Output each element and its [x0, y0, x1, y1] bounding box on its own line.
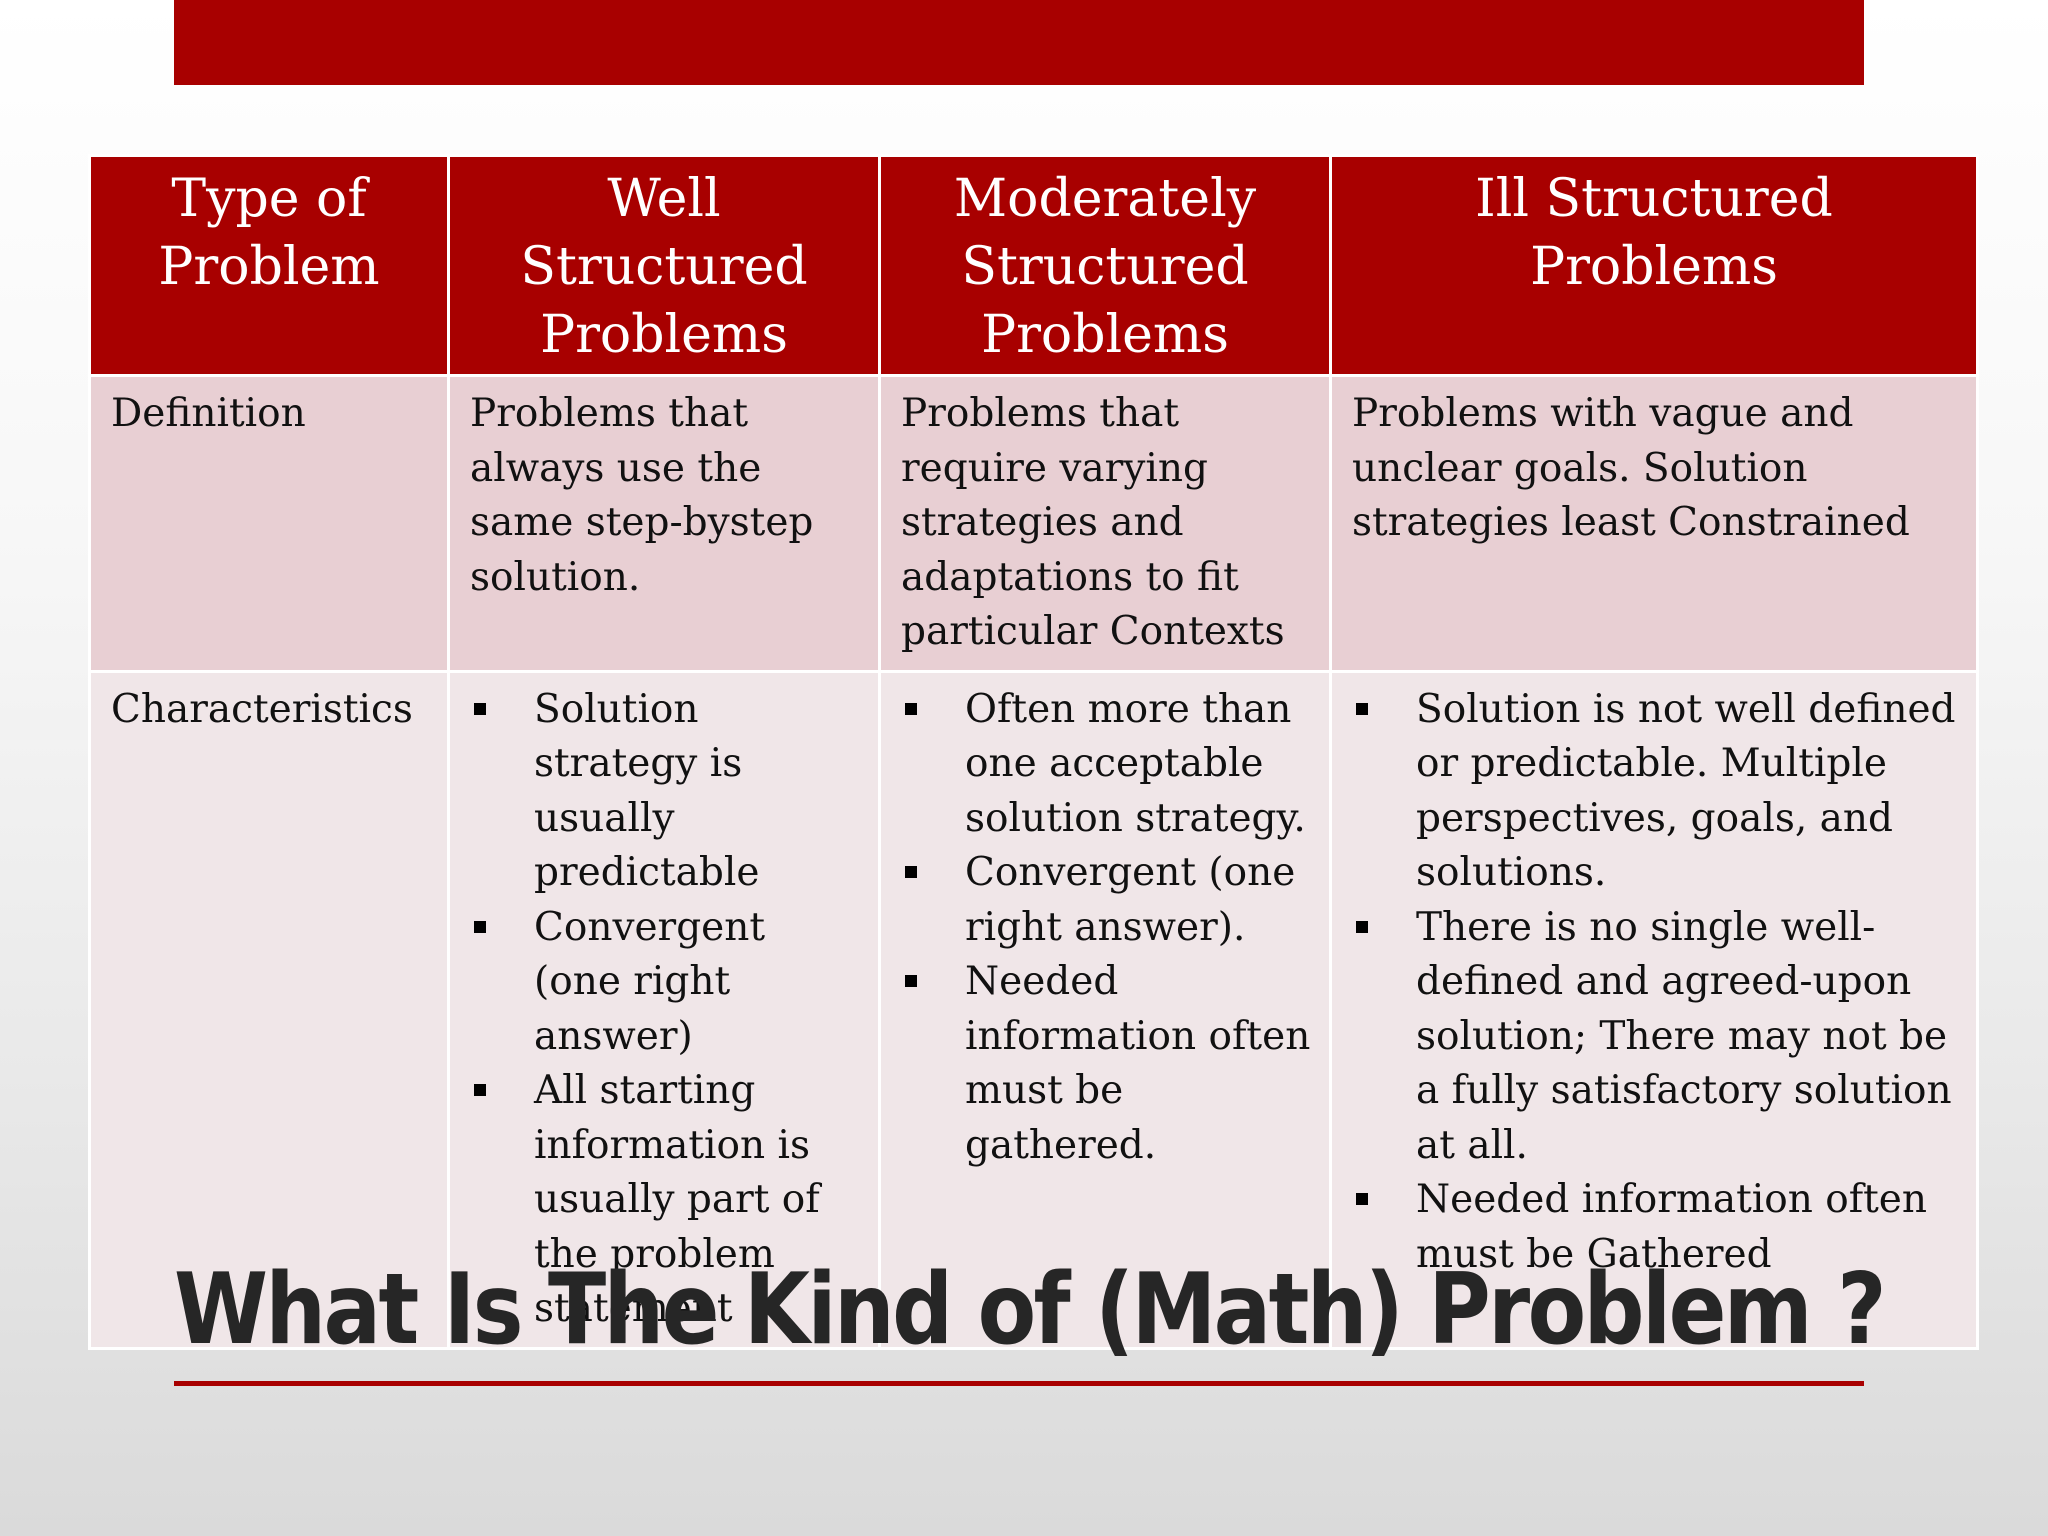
- square-bullet-icon: [905, 975, 917, 987]
- characteristics-well-list: Solution strategy is usually predictable…: [470, 683, 862, 1337]
- characteristics-ill-list: Solution is not well defined or predicta…: [1352, 683, 1960, 1283]
- list-item: Needed information often must be Gathere…: [1352, 1173, 1960, 1282]
- list-item: Convergent (one right answer): [470, 901, 862, 1065]
- title-underline: [174, 1381, 1864, 1386]
- characteristics-label: Characteristics: [88, 669, 450, 1350]
- header-row: Type of Problem Well Structured Problems…: [88, 154, 1979, 377]
- square-bullet-icon: [1356, 702, 1368, 715]
- list-item-text: Convergent (one right answer).: [965, 850, 1296, 950]
- list-item-text: Needed information often must be Gathere…: [1416, 1177, 1927, 1277]
- list-item-text: Solution is not well defined or predicta…: [1416, 686, 1956, 896]
- list-item-text: There is no single well-defined and agre…: [1416, 904, 1952, 1168]
- top-accent-bar: [174, 0, 1864, 85]
- square-bullet-icon: [474, 1084, 486, 1096]
- problem-types-table: Type of Problem Well Structured Problems…: [88, 154, 1979, 1350]
- slide-title: What Is The Kind of (Math) Problem ?: [174, 1253, 1887, 1367]
- definition-ill: Problems with vague and unclear goals. S…: [1329, 374, 1979, 673]
- list-item: Often more than one acceptable solution …: [901, 683, 1313, 847]
- characteristics-moderate-list: Often more than one acceptable solution …: [901, 683, 1313, 1174]
- characteristics-moderate-cell: Often more than one acceptable solution …: [878, 669, 1332, 1350]
- characteristics-well-cell: Solution strategy is usually predictable…: [447, 669, 881, 1350]
- header-type-of-problem: Type of Problem: [88, 154, 450, 377]
- list-item: Solution strategy is usually predictable: [470, 683, 862, 901]
- definition-well: Problems that always use the same step-b…: [447, 374, 881, 673]
- list-item: There is no single well-defined and agre…: [1352, 901, 1960, 1174]
- list-item-text: Convergent (one right answer): [534, 904, 766, 1059]
- list-item-text: Often more than one acceptable solution …: [965, 686, 1306, 841]
- definition-row: Definition Problems that always use the …: [88, 374, 1979, 673]
- definition-moderate: Problems that require varying strategies…: [878, 374, 1332, 673]
- list-item-text: Solution strategy is usually predictable: [534, 686, 760, 896]
- square-bullet-icon: [1356, 1193, 1368, 1205]
- header-moderately-structured: Moderately Structured Problems: [878, 154, 1332, 377]
- list-item-text: Needed information often must be gathere…: [965, 959, 1311, 1168]
- square-bullet-icon: [905, 866, 917, 878]
- comparison-table-container: Type of Problem Well Structured Problems…: [88, 154, 1979, 1350]
- list-item: Needed information often must be gathere…: [901, 955, 1313, 1173]
- definition-label: Definition: [88, 374, 450, 673]
- header-ill-structured: Ill Structured Problems: [1329, 154, 1979, 377]
- list-item-text: All starting information is usually part…: [534, 1068, 820, 1331]
- square-bullet-icon: [1356, 920, 1368, 933]
- header-well-structured: Well Structured Problems: [447, 154, 881, 377]
- list-item: Convergent (one right answer).: [901, 846, 1313, 955]
- characteristics-ill-cell: Solution is not well defined or predicta…: [1329, 669, 1979, 1350]
- list-item: Solution is not well defined or predicta…: [1352, 683, 1960, 901]
- square-bullet-icon: [474, 702, 486, 715]
- square-bullet-icon: [905, 702, 917, 715]
- characteristics-row: Characteristics Solution strategy is usu…: [88, 669, 1979, 1350]
- list-item: All starting information is usually part…: [470, 1064, 862, 1337]
- square-bullet-icon: [474, 920, 486, 933]
